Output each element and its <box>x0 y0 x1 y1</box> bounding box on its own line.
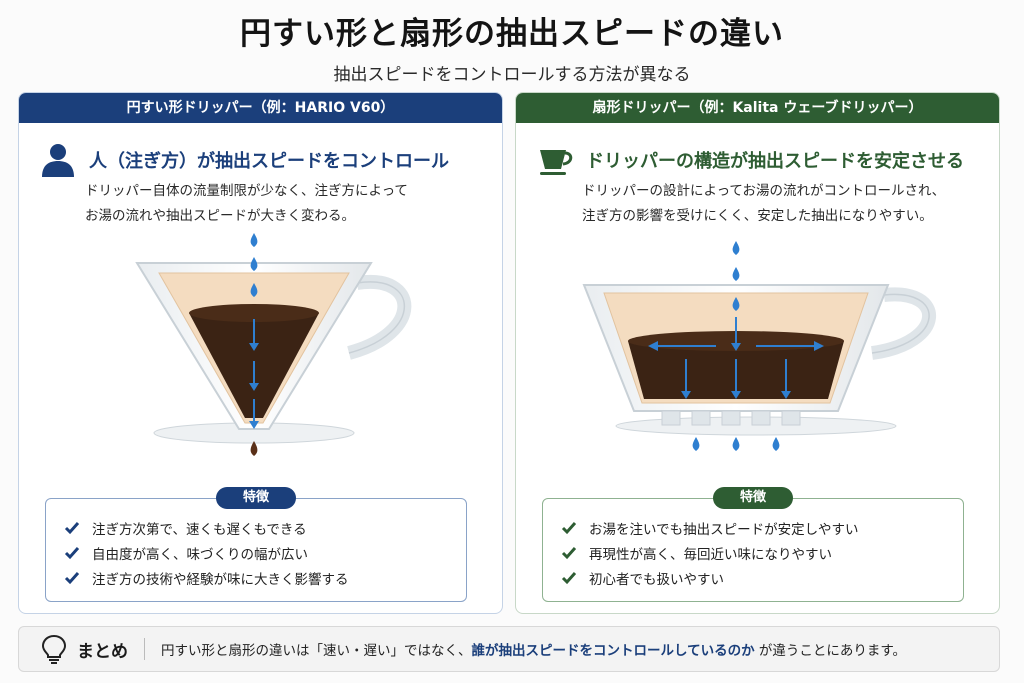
flat-headline-text: ドリッパーの構造が抽出スピードを安定させる <box>586 151 964 172</box>
flat-features-badge: 特徴 <box>713 487 793 509</box>
flow-arrows <box>249 319 259 429</box>
feature-text: 注ぎ方次第で、速くも遅くもできる <box>92 521 307 538</box>
flat-desc-line: 注ぎ方の影響を受けにくく、安定した抽出になりやすい。 <box>582 208 933 224</box>
feature-text: 注ぎ方の技術や経験が味に大きく影響する <box>92 571 349 588</box>
outlet-ribs <box>661 410 801 426</box>
cone-features-box: 特徴 注ぎ方次第で、速くも遅くもできる 自由度が高く、味づくりの幅が広い 注ぎ方… <box>45 487 467 602</box>
flat-description: ドリッパーの設計によってお湯の流れがコントロールされ、 注ぎ方の影響を受けにくく… <box>582 179 982 229</box>
outlet-drops <box>692 437 780 451</box>
cup-icon <box>540 150 573 175</box>
flat-desc-line: ドリッパーの設計によってお湯の流れがコントロールされ、 <box>582 183 946 199</box>
water-drops <box>250 233 258 297</box>
water-drops <box>732 241 740 311</box>
cone-desc-line: お湯の流れや抽出スピードが大きく変わる。 <box>85 208 355 224</box>
cone-features-badge: 特徴 <box>216 487 296 509</box>
feature-text: 自由度が高く、味づくりの幅が広い <box>92 546 308 563</box>
flow-arrows <box>648 317 824 399</box>
check-icon <box>64 571 80 584</box>
person-icon <box>42 144 74 177</box>
flat-features-list: お湯を注いでも抽出スピードが安定しやすい 再現性が高く、毎回近い味になりやすい … <box>561 515 858 590</box>
flat-headline: ドリッパーの構造が抽出スピードを安定させる <box>536 141 964 179</box>
feature-item: お湯を注いでも抽出スピードが安定しやすい <box>561 515 858 540</box>
check-icon <box>64 521 80 534</box>
lightbulb-icon <box>41 634 67 664</box>
flat-features-box: 特徴 お湯を注いでも抽出スピードが安定しやすい 再現性が高く、毎回近い味になりや… <box>542 487 964 602</box>
check-icon <box>561 546 577 559</box>
cone-dripper-panel: 円すい形ドリッパー（例：HARIO V60） 人（注ぎ方）が抽出スピードをコント… <box>18 92 503 614</box>
feature-item: 注ぎ方の技術や経験が味に大きく影響する <box>64 565 349 590</box>
summary-divider <box>144 638 145 660</box>
flat-dripper-illustration <box>582 241 936 451</box>
page-title: 円すい形と扇形の抽出スピードの違い <box>240 16 784 52</box>
feature-item: 注ぎ方次第で、速くも遅くもできる <box>64 515 349 540</box>
feature-item: 自由度が高く、味づくりの幅が広い <box>64 540 349 565</box>
cone-desc-line: ドリッパー自体の流量制限が少なく、注ぎ方によって <box>85 183 408 199</box>
summary-text-before: 円すい形と扇形の違いは「速い・遅い」ではなく、 <box>161 643 472 659</box>
cone-panel-header: 円すい形ドリッパー（例：HARIO V60） <box>19 93 502 123</box>
check-icon <box>64 546 80 559</box>
feature-item: 初心者でも扱いやすい <box>561 565 858 590</box>
feature-text: 初心者でも扱いやすい <box>589 571 724 588</box>
cone-features-list: 注ぎ方次第で、速くも遅くもできる 自由度が高く、味づくりの幅が広い 注ぎ方の技術… <box>64 515 349 590</box>
feature-item: 再現性が高く、毎回近い味になりやすい <box>561 540 858 565</box>
coffee-drop <box>250 441 258 456</box>
feature-text: 再現性が高く、毎回近い味になりやすい <box>589 546 832 563</box>
flat-dripper-panel: 扇形ドリッパー（例：Kalita ウェーブドリッパー） ドリッパーの構造が抽出ス… <box>515 92 1000 614</box>
cone-dripper-illustration <box>135 233 412 456</box>
cone-description: ドリッパー自体の流量制限が少なく、注ぎ方によって お湯の流れや抽出スピードが大き… <box>85 179 485 229</box>
summary-emphasis: 誰が抽出スピードをコントロールしているのか <box>471 643 755 659</box>
cone-headline-text: 人（注ぎ方）が抽出スピードをコントロール <box>89 151 449 172</box>
summary-bar: まとめ 円すい形と扇形の違いは「速い・遅い」ではなく、誰が抽出スピードをコントロ… <box>18 626 1000 672</box>
summary-text-after: が違うことにあります。 <box>758 643 907 659</box>
summary-text: 円すい形と扇形の違いは「速い・遅い」ではなく、誰が抽出スピードをコントロールして… <box>161 639 906 659</box>
page-subtitle: 抽出スピードをコントロールする方法が異なる <box>333 65 691 85</box>
feature-text: お湯を注いでも抽出スピードが安定しやすい <box>589 521 859 538</box>
cone-headline: 人（注ぎ方）が抽出スピードをコントロール <box>39 141 449 179</box>
check-icon <box>561 571 577 584</box>
flat-panel-header: 扇形ドリッパー（例：Kalita ウェーブドリッパー） <box>516 93 999 123</box>
summary-label: まとめ <box>77 641 128 662</box>
check-icon <box>561 521 577 534</box>
